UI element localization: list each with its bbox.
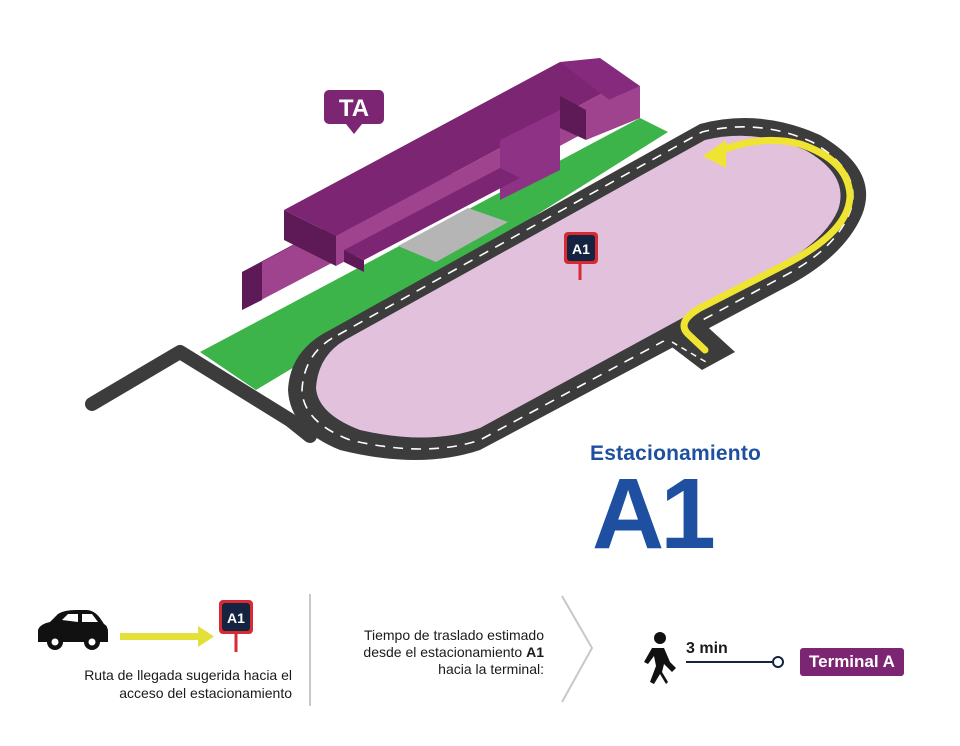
legend-graphics: A1 [38, 595, 784, 703]
arrival-legend-line1: Ruta de llegada sugerida hacia el [84, 667, 292, 683]
time-legend-line3: hacia la terminal: [438, 661, 544, 677]
terminal-marker: TA [324, 90, 384, 134]
parking-pin: A1 [564, 232, 598, 280]
walking-person-icon [644, 632, 676, 684]
car-icon [38, 610, 108, 650]
parking-title-label: Estacionamiento [590, 442, 762, 465]
terminal-marker-label: TA [339, 95, 369, 122]
parking-lot [316, 135, 841, 438]
walk-time-end-dot [772, 656, 784, 668]
legend-divider [309, 594, 311, 706]
time-legend-line2: desde el estacionamiento A1 [318, 644, 544, 661]
suggested-route [680, 136, 854, 354]
time-legend-line2-prefix: desde el estacionamiento [363, 644, 527, 660]
parking-map: TA A1 [85, 58, 867, 460]
time-legend-line2-code: A1 [526, 644, 544, 660]
legend-parking-marker-label: A1 [227, 610, 245, 626]
terminal-destination-badge: Terminal A [800, 648, 904, 676]
parking-title-code: A1 [592, 458, 716, 570]
parking-pin-label: A1 [572, 241, 590, 257]
arrival-legend-line2: acceso del estacionamiento [119, 685, 292, 701]
arrival-legend-text: Ruta de llegada sugerida hacia el acceso… [22, 666, 292, 702]
walkway [398, 208, 508, 262]
terminal-building [242, 58, 640, 310]
lane-markings [301, 126, 854, 450]
access-road [85, 345, 317, 443]
route-arrow-icon [120, 626, 214, 647]
time-legend-text: Tiempo de traslado estimado desde el est… [318, 627, 544, 678]
parking-title: Estacionamiento A1 [590, 442, 790, 570]
time-legend-line1: Tiempo de traslado estimado [363, 627, 544, 643]
route-arrowhead [703, 140, 726, 168]
chevron-right-icon [561, 595, 594, 703]
walk-time-label: 3 min [686, 640, 728, 657]
legend-parking-marker: A1 [219, 600, 253, 652]
